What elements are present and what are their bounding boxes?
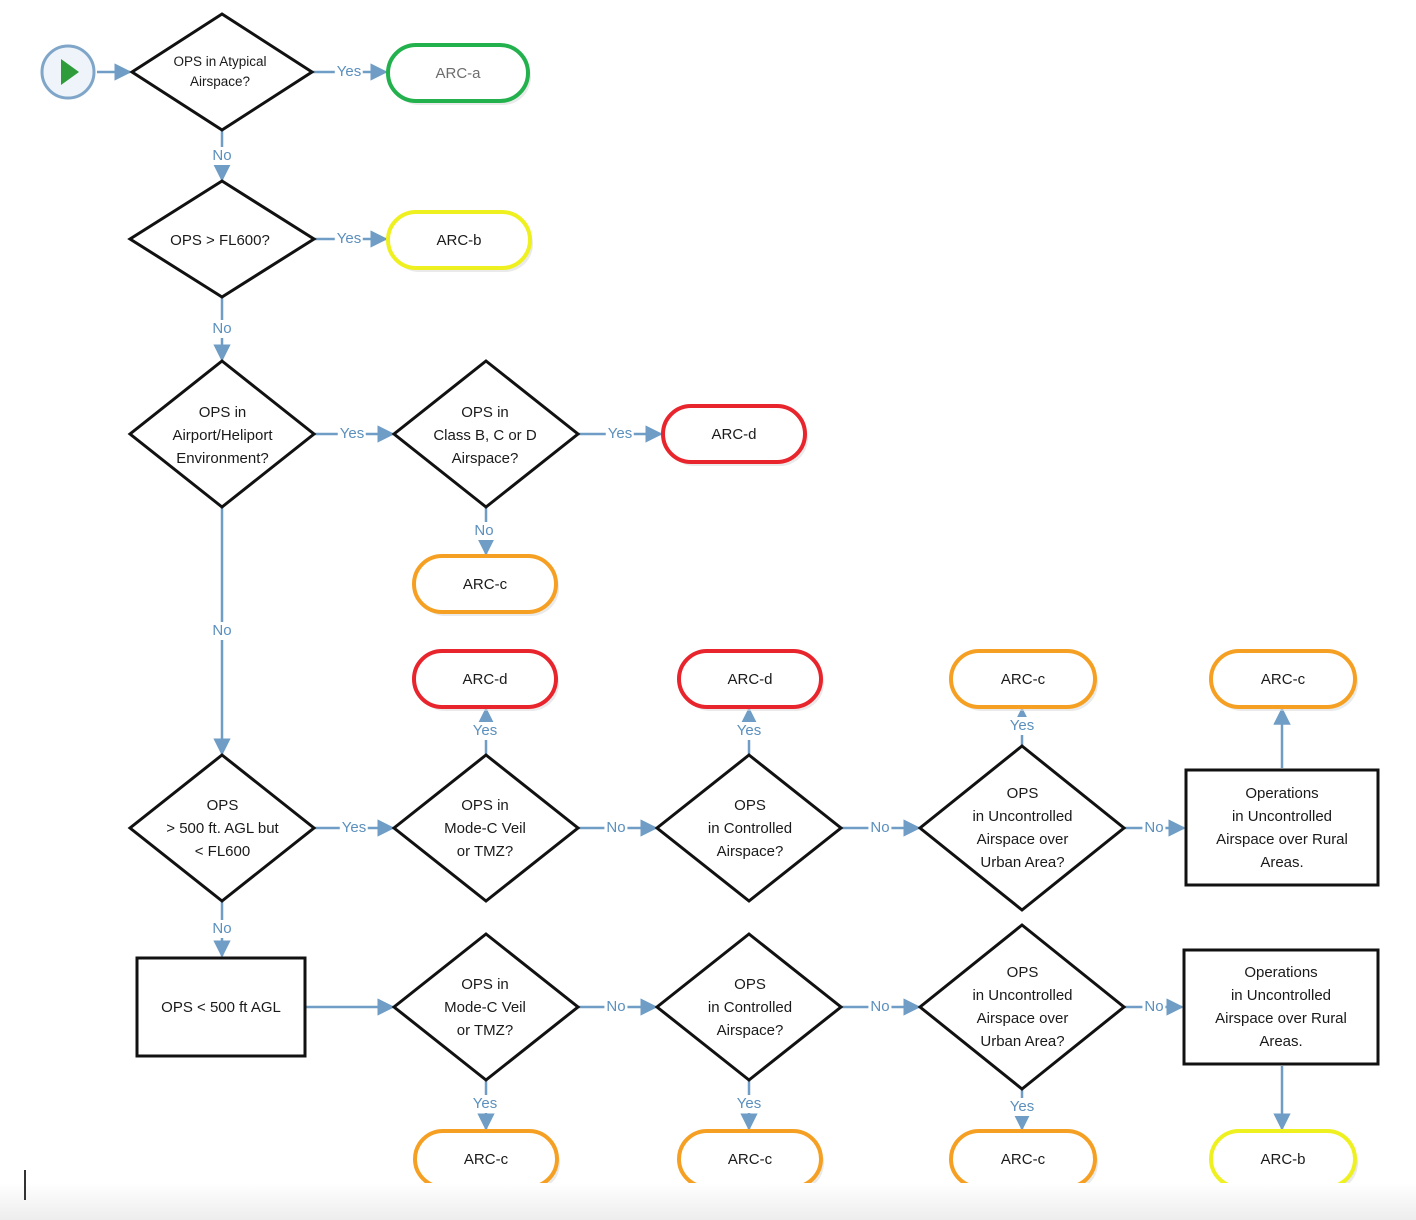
edge-label-yes: Yes xyxy=(339,819,369,837)
edge-label-no: No xyxy=(210,320,234,338)
start-button[interactable] xyxy=(40,44,96,100)
terminal-arc-c-controlled-low: ARC-c xyxy=(727,1150,773,1168)
edge-label-yes: Yes xyxy=(1007,1098,1037,1116)
terminal-arc-d-airport: ARC-d xyxy=(711,425,757,443)
terminal-arc-d-modec: ARC-d xyxy=(462,670,508,688)
decision-diamond xyxy=(127,753,317,903)
terminal-pill xyxy=(386,210,532,270)
terminal-arc-c-airport: ARC-c xyxy=(462,575,508,593)
terminal-arc-c-modec-low: ARC-c xyxy=(463,1150,509,1168)
edge-label-no: No xyxy=(210,920,234,938)
decision-diamond xyxy=(129,12,315,132)
decision-diamond xyxy=(391,359,581,509)
edge-label-no: No xyxy=(868,819,892,837)
terminal-pill xyxy=(412,554,558,614)
edge-label-yes: Yes xyxy=(337,425,367,443)
terminal-arc-b-rural-low: ARC-b xyxy=(1260,1150,1306,1168)
text-cursor xyxy=(24,1170,26,1200)
decision-diamond xyxy=(391,753,581,903)
terminal-pill xyxy=(412,649,558,709)
edge-label-no: No xyxy=(210,622,234,640)
bottom-bar xyxy=(0,1183,1416,1220)
decision-diamond xyxy=(127,359,317,509)
edge-label-no: No xyxy=(472,522,496,540)
process-rural-areas-low: Operations in Uncontrolled Airspace over… xyxy=(1215,964,1347,1050)
nodes xyxy=(127,12,1380,1191)
edge-label-no: No xyxy=(868,998,892,1016)
terminal-arc-c-urban-low: ARC-c xyxy=(1000,1150,1046,1168)
terminal-pill xyxy=(661,404,807,464)
terminal-arc-c-urban: ARC-c xyxy=(1000,670,1046,688)
decision-diamond xyxy=(127,179,317,299)
edge-label-no: No xyxy=(604,998,628,1016)
terminal-arc-a: ARC-a xyxy=(435,64,481,82)
terminal-arc-d-controlled: ARC-d xyxy=(727,670,773,688)
decision-diamond xyxy=(654,932,844,1082)
edge-label-yes: Yes xyxy=(470,1095,500,1113)
edge-label-yes: Yes xyxy=(734,722,764,740)
edge-label-no: No xyxy=(1142,819,1166,837)
process-box xyxy=(135,956,307,1058)
edge-label-no: No xyxy=(1142,998,1166,1016)
decision-diamond xyxy=(917,744,1127,912)
edge-label-yes: Yes xyxy=(334,230,364,248)
decision-diamond xyxy=(917,923,1127,1091)
terminal-pill xyxy=(386,43,530,103)
edge-label-yes: Yes xyxy=(605,425,635,443)
play-icon xyxy=(40,44,96,100)
decision-diamond xyxy=(391,932,581,1082)
process-box xyxy=(1184,768,1380,887)
process-below-500ft: OPS < 500 ft AGL xyxy=(161,998,281,1016)
decision-diamond xyxy=(654,753,844,903)
edge-label-yes: Yes xyxy=(470,722,500,740)
terminal-pill xyxy=(949,649,1097,709)
edge-label-no: No xyxy=(604,819,628,837)
edge-label-no: No xyxy=(210,147,234,165)
terminal-pill xyxy=(1209,649,1357,709)
process-box xyxy=(1182,948,1380,1066)
terminal-arc-b: ARC-b xyxy=(436,231,482,249)
edge-label-yes: Yes xyxy=(334,63,364,81)
terminal-arc-c-rural: ARC-c xyxy=(1260,670,1306,688)
edge-label-yes: Yes xyxy=(734,1095,764,1113)
terminal-pill xyxy=(677,649,823,709)
process-rural-areas: Operations in Uncontrolled Airspace over… xyxy=(1216,784,1348,871)
edge-label-yes: Yes xyxy=(1007,717,1037,735)
